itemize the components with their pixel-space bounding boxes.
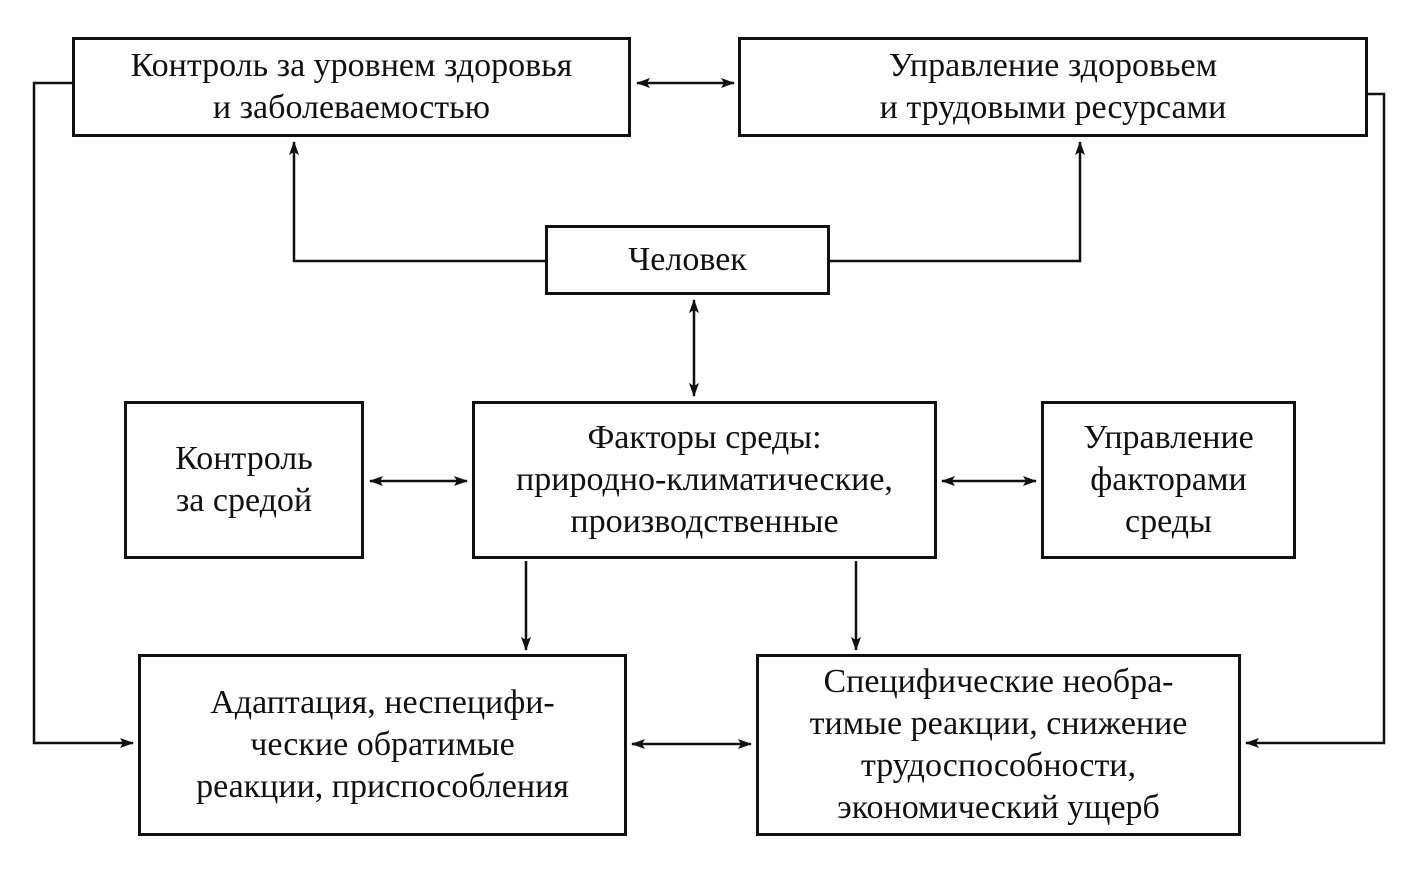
arrow-health-mgmt-to-specific [1245,92,1386,748]
adaptation-box: Адаптация, неспецифи- ческие обратимые р… [138,654,627,836]
environment-factors-label: Факторы среды: природно-климатические, п… [516,419,893,540]
adaptation-label: Адаптация, неспецифи- ческие обратимые р… [196,684,569,805]
environment-control-box: Контроль за средой [124,401,364,559]
arrow-health-control-to-adaptation [32,81,134,748]
human-label: Человек [628,241,747,278]
health-control-box: Контроль за уровнем здоровья и заболевае… [72,37,631,137]
arrow-human-to-health-mgmt [830,141,1085,263]
human-box: Человек [545,225,830,295]
environment-factors-box: Факторы среды: природно-климатические, п… [472,401,937,559]
environment-control-label: Контроль за средой [175,440,313,519]
specific-reactions-box: Специфические необра- тимые реакции, сни… [756,654,1241,836]
health-management-label: Управление здоровьем и трудовыми ресурса… [879,47,1227,126]
arrow-human-to-health-control [289,141,545,263]
health-control-label: Контроль за уровнем здоровья и заболевае… [130,47,573,126]
specific-reactions-label: Специфические необра- тимые реакции, сни… [809,663,1188,826]
health-management-box: Управление здоровьем и трудовыми ресурса… [738,37,1368,137]
factor-management-box: Управление факторами среды [1041,401,1296,559]
factor-management-label: Управление факторами среды [1083,419,1254,540]
